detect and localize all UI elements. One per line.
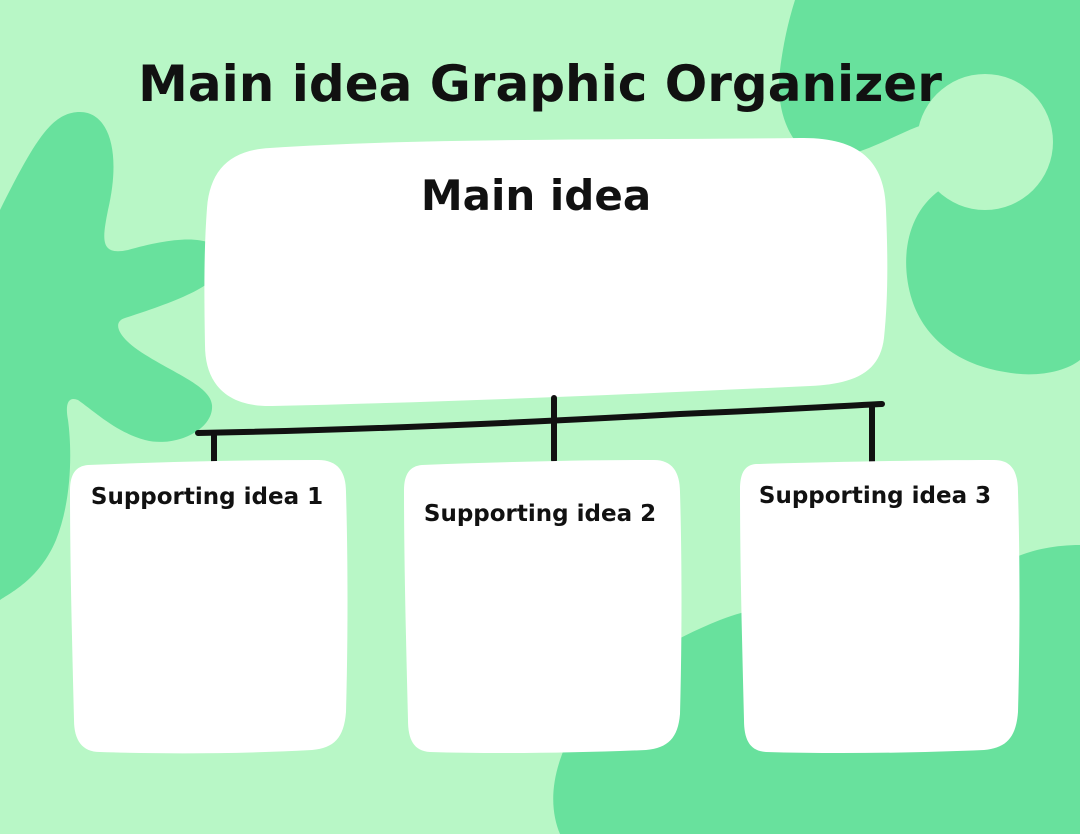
connector-horizontal-line <box>195 401 885 436</box>
left-flower-blob <box>0 112 223 600</box>
supporting-box-3 <box>740 460 1020 754</box>
supporting-box-2 <box>404 460 682 754</box>
connector-lines <box>195 395 885 465</box>
supporting-idea-3-label: Supporting idea 3 <box>759 483 991 509</box>
organizer-title: Main idea Graphic Organizer <box>138 55 942 113</box>
main-idea-box <box>204 137 888 407</box>
supporting-idea-1-label: Supporting idea 1 <box>91 484 323 510</box>
main-idea-label: Main idea <box>421 171 651 220</box>
supporting-box-1 <box>70 460 348 754</box>
top-right-circle <box>917 74 1053 210</box>
supporting-idea-2-label: Supporting idea 2 <box>424 501 656 527</box>
